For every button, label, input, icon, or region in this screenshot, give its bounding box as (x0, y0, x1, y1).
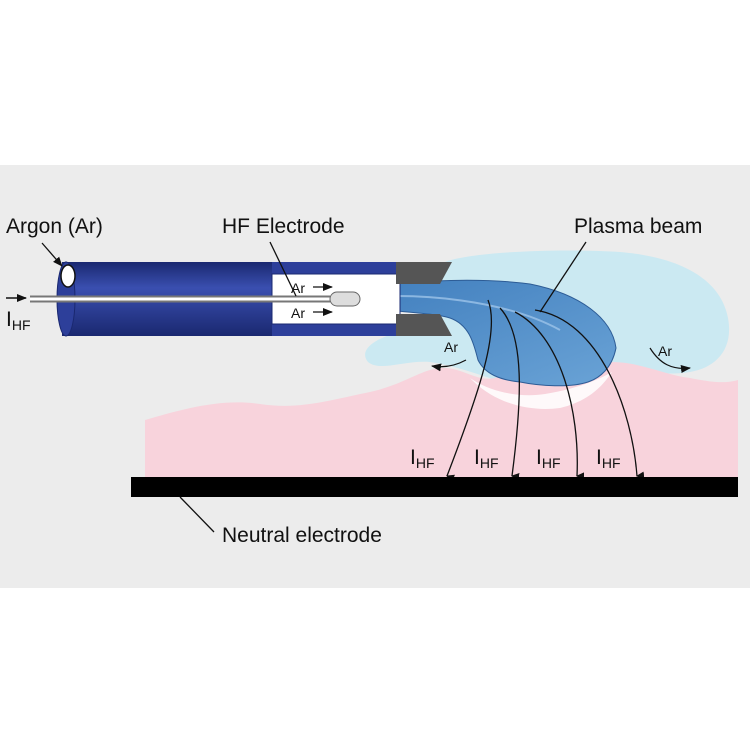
current-path-1 (446, 299, 493, 483)
ar-outflow-arrow-right (649, 347, 691, 373)
label-i-hf-4: IHF (596, 446, 621, 471)
label-ar-flow-1: Ar (291, 280, 305, 296)
label-ar-outflow-left: Ar (444, 339, 458, 355)
label-argon: Argon (Ar) (6, 215, 103, 238)
label-ar-outflow-right: Ar (658, 343, 672, 359)
hf-electrode-tip (329, 291, 361, 307)
label-plasma-beam: Plasma beam (574, 215, 702, 238)
tissue-crater (470, 372, 612, 409)
label-hf-electrode: HF Electrode (222, 215, 345, 238)
current-path-2 (499, 307, 520, 481)
argon-inlet-icon (60, 264, 76, 288)
nozzle-outer-top (272, 262, 400, 274)
leader-neutral-electrode (179, 496, 215, 533)
nozzle-tip-top (396, 262, 452, 284)
leader-hf-electrode (269, 241, 297, 297)
neutral-electrode (131, 477, 738, 497)
label-neutral-electrode: Neutral electrode (222, 524, 382, 547)
label-i-hf-input: IHF (6, 308, 31, 333)
label-ar-flow-2: Ar (291, 305, 305, 321)
nozzle-tip-bottom (396, 314, 452, 336)
label-i-hf-1: IHF (410, 446, 435, 471)
leader-plasma-beam (539, 241, 587, 313)
label-i-hf-2: IHF (474, 446, 499, 471)
plasma-beam (342, 279, 617, 387)
nozzle-outer-bottom (272, 324, 400, 336)
label-i-hf-3: IHF (536, 446, 561, 471)
leader-argon (41, 242, 63, 267)
current-path-4 (534, 309, 645, 480)
ar-outflow-arrow-left (431, 359, 467, 372)
current-path-3 (514, 311, 585, 481)
